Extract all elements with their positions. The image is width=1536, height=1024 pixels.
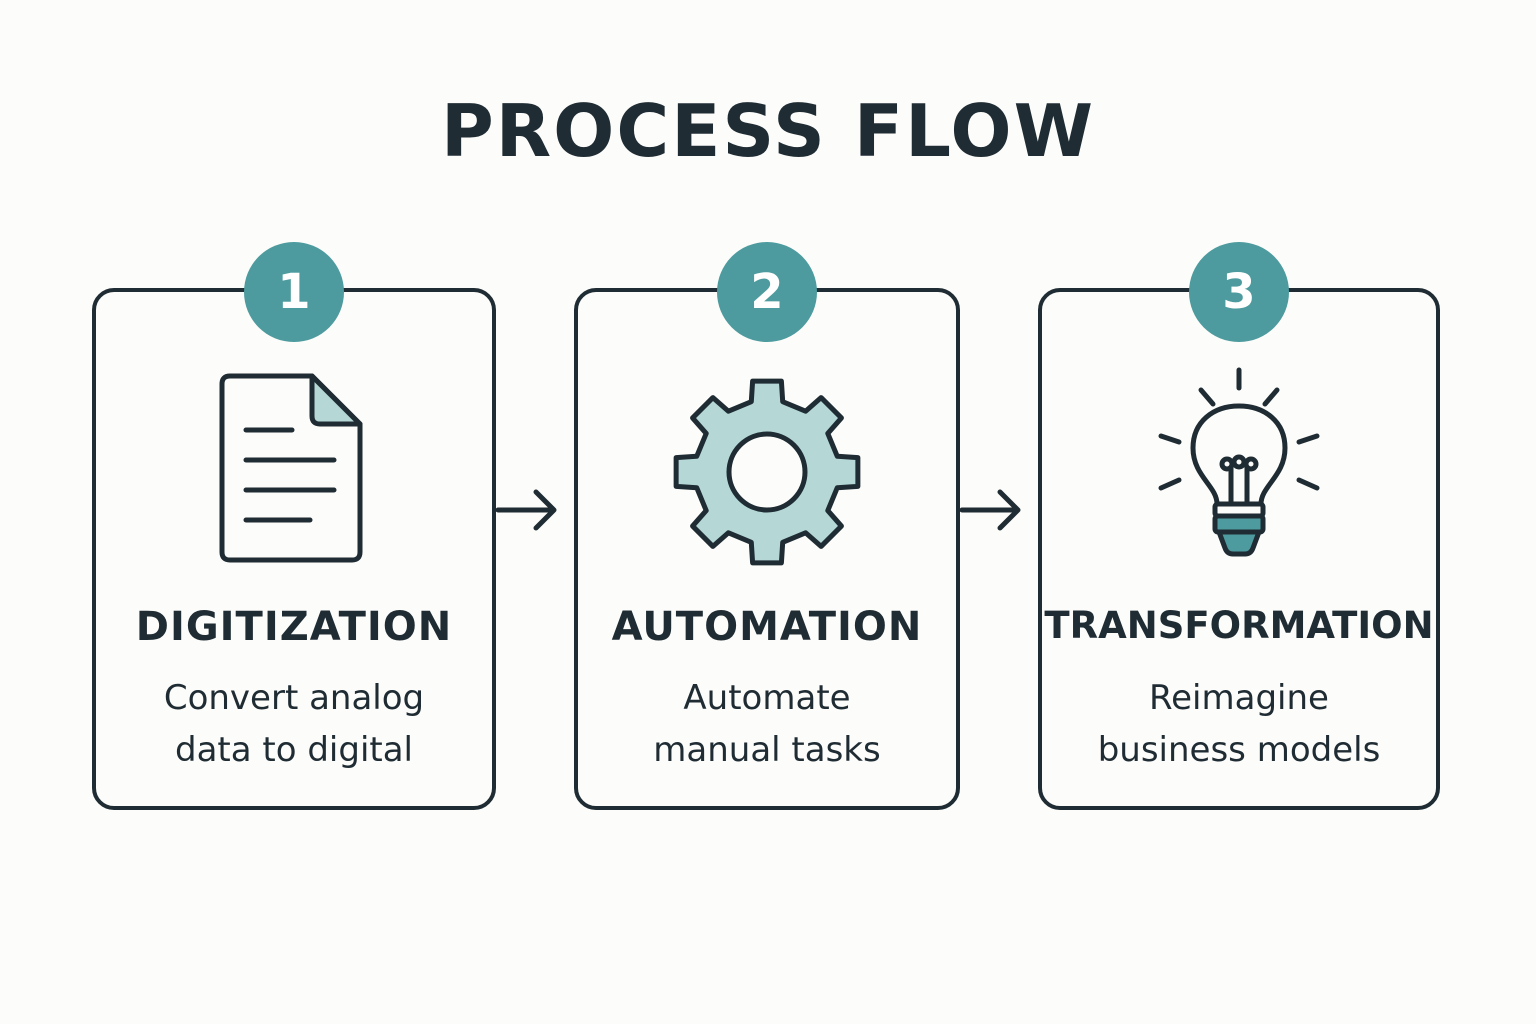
step-description: Convert analog data to digital: [96, 672, 492, 776]
step-number-badge: 2: [717, 242, 817, 342]
page-title: PROCESS FLOW: [440, 89, 1096, 173]
step-card-automation: 2 AUTOMATION Automate manual tasks: [574, 242, 960, 810]
lightbulb-icon: [1147, 364, 1331, 574]
step-number-badge: 1: [244, 242, 344, 342]
step-number-badge: 3: [1189, 242, 1289, 342]
step-description-line: Convert analog: [163, 678, 425, 718]
step-heading: DIGITIZATION: [135, 604, 453, 650]
step-description-line: business models: [1097, 730, 1381, 770]
step-description: Automate manual tasks: [578, 672, 956, 776]
step-heading: TRANSFORMATION: [1044, 604, 1434, 647]
step-heading: AUTOMATION: [611, 604, 923, 650]
step-description-line: manual tasks: [653, 730, 881, 770]
step-description-line: Automate: [683, 678, 851, 718]
document-icon: [214, 372, 374, 572]
step-card-transformation: 3: [1038, 242, 1440, 810]
step-card-digitization: 1 DIGITIZATION Convert analog data to di…: [92, 242, 496, 810]
gear-icon: [669, 374, 865, 570]
step-description-line: data to digital: [175, 730, 413, 770]
step-description: Reimagine business models: [1042, 672, 1436, 776]
flow-arrow-icon: [959, 488, 1024, 536]
flow-arrow-icon: [495, 488, 560, 536]
step-description-line: Reimagine: [1149, 678, 1329, 718]
gear-hole: [726, 431, 808, 513]
